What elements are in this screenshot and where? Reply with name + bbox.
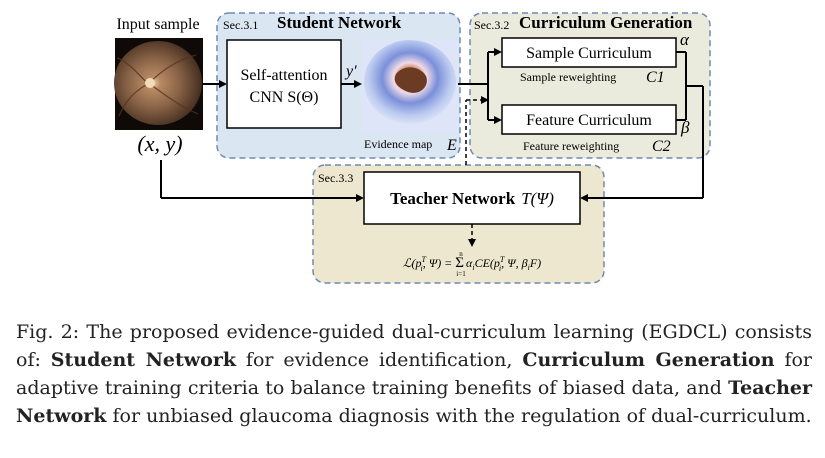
evidence-map-label: Evidence map xyxy=(364,137,432,151)
svg-text:i=1: i=1 xyxy=(456,270,466,278)
caption-text-2: for adaptive training criteria to balanc… xyxy=(16,349,813,399)
feature-curriculum-label: Feature Curriculum xyxy=(526,112,652,129)
figure-caption: Fig. 2: The proposed evidence-guided dua… xyxy=(16,318,812,430)
svg-text:n: n xyxy=(459,250,463,258)
curriculum-generation-title: Curriculum Generation xyxy=(519,13,693,32)
caption-text-1: for evidence identification, xyxy=(236,349,523,371)
fundus-image xyxy=(114,41,202,125)
curriculum-sec-label: Sec.3.2 xyxy=(474,18,509,32)
alpha-symbol: α xyxy=(680,30,690,49)
cnn-label-line1: Self-attention xyxy=(240,67,327,84)
sample-curriculum-symbol: C1 xyxy=(646,69,665,86)
caption-text-3: for unbiased glaucoma diagnosis with the… xyxy=(106,405,812,427)
student-output: y′ xyxy=(344,63,357,80)
feature-reweighting-label: Feature reweighting xyxy=(523,139,619,153)
input-sample-label: Input sample xyxy=(116,16,199,33)
student-sec-label: Sec.3.1 xyxy=(223,18,258,32)
cnn-box xyxy=(226,39,342,129)
feature-curriculum-symbol: C2 xyxy=(652,138,671,155)
caption-term-curriculum: Curriculum Generation xyxy=(522,349,775,371)
caption-term-student: Student Network xyxy=(50,349,237,371)
input-pair: (x, y) xyxy=(137,131,182,156)
curriculum-generation-panel xyxy=(469,12,711,159)
sample-reweighting-label: Sample reweighting xyxy=(520,70,616,84)
student-network-title: Student Network xyxy=(277,13,402,32)
caption-term-teacher: Teacher Network xyxy=(16,377,812,427)
evidence-map-symbol: E xyxy=(446,137,457,154)
cnn-label-line2: CNN S(Θ) xyxy=(250,89,319,106)
feature-curriculum-box xyxy=(501,104,677,135)
caption-prefix: Fig. 2: The proposed evidence-guided dua… xyxy=(16,321,812,371)
sample-curriculum-label: Sample Curriculum xyxy=(526,45,652,62)
framework-diagram: Input sample (x, y) Sec.3.1 Student Netw… xyxy=(114,12,711,284)
teacher-network-box xyxy=(363,171,581,225)
beta-symbol: β xyxy=(680,118,690,137)
teacher-sec-label: Sec.3.3 xyxy=(318,171,353,185)
